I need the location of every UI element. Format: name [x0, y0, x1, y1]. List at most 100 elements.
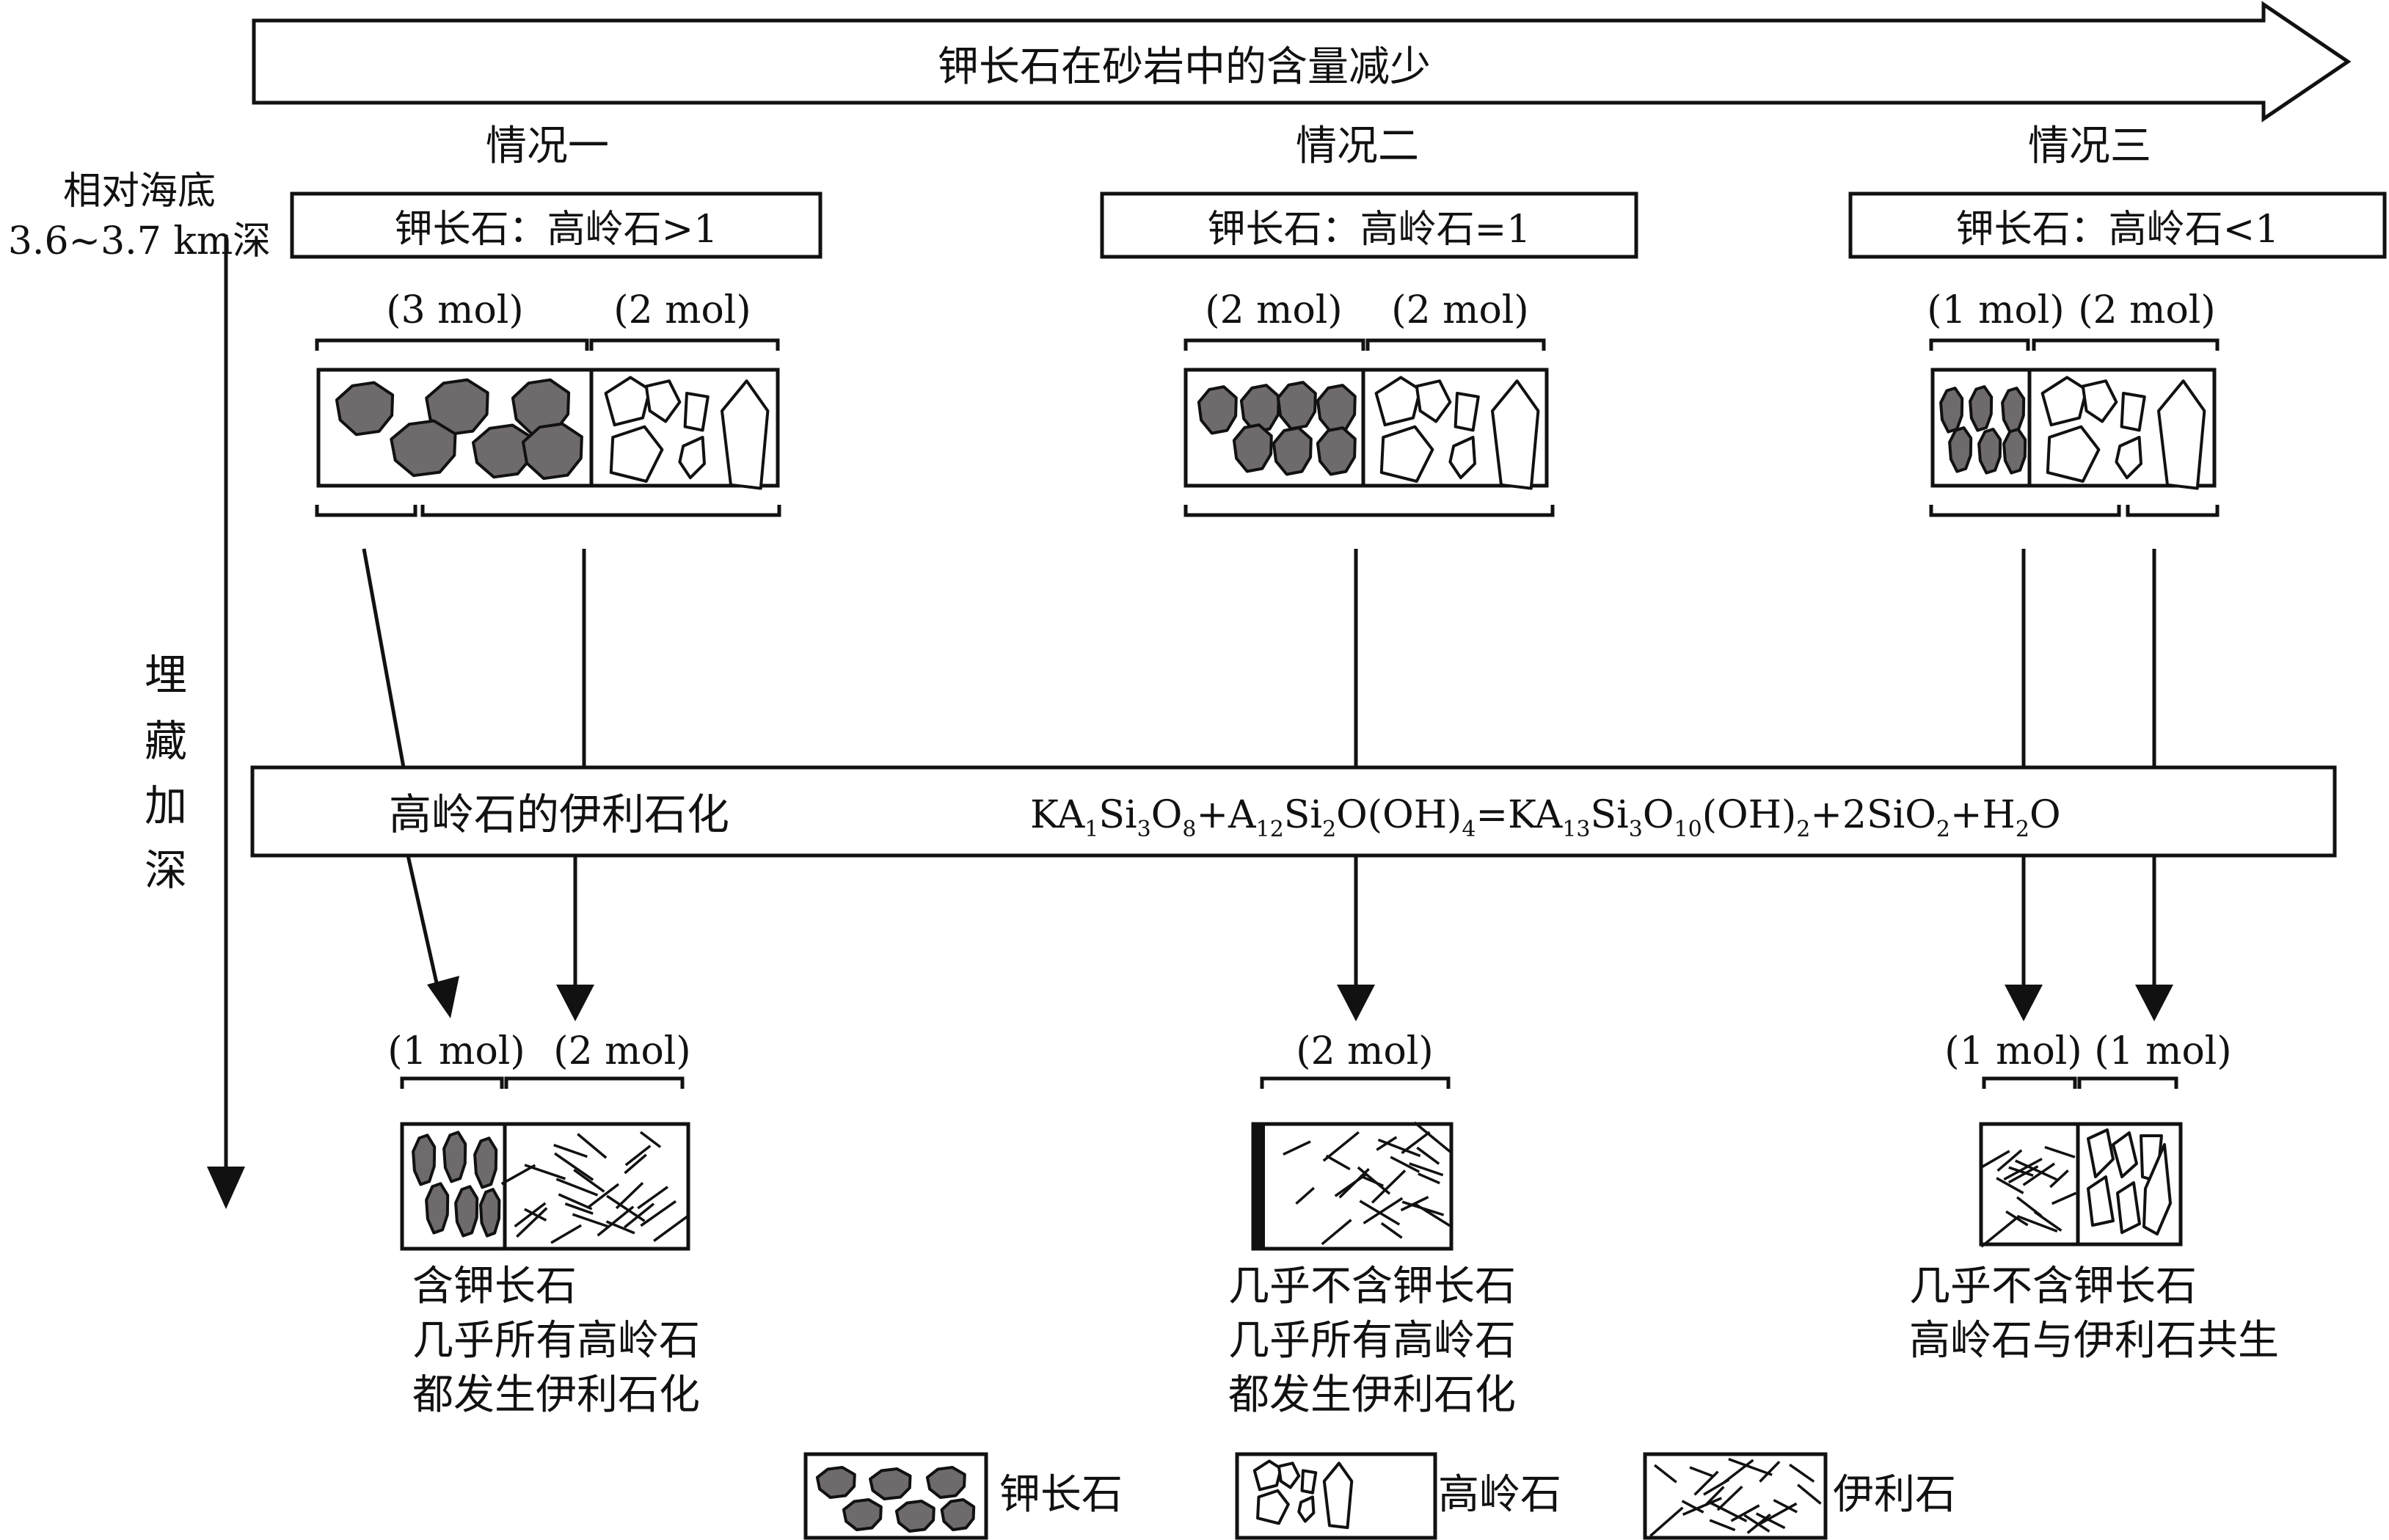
illite-flake	[2008, 1166, 2034, 1177]
kaolinite-grain	[1300, 1469, 1318, 1495]
feldspar-grain	[1969, 385, 1994, 432]
illite-flake	[550, 1224, 582, 1244]
equation-subscript: 2	[2016, 817, 2029, 842]
illite-flake	[1413, 1121, 1451, 1153]
illite-flake	[1363, 1197, 1404, 1225]
illite-flake	[1689, 1466, 1713, 1478]
feldspar-grain	[1939, 387, 1964, 434]
equation-subscript: 12	[1256, 817, 1284, 842]
case-1-feldspar-grains	[335, 378, 583, 481]
case-3-result-illite-flakes	[1980, 1145, 2077, 1248]
feldspar-grain	[473, 1136, 498, 1189]
kaolinite-grain	[1454, 392, 1480, 432]
illite-flake	[1649, 1506, 1684, 1537]
case-2-result-feldspar-sliver	[1255, 1125, 1265, 1247]
illite-flake	[555, 1178, 599, 1197]
case-3-kaolinite-grains	[2040, 376, 2206, 490]
brackets	[315, 338, 2220, 1089]
kaolinite-grain	[2112, 1131, 2138, 1178]
equation-subscript: 4	[1462, 817, 1476, 842]
feldspar-grain	[442, 1131, 467, 1183]
illite-flake	[1980, 1150, 2010, 1169]
illite-flake	[597, 1205, 635, 1237]
case-2-result-line1: 几乎不含钾长石	[1228, 1263, 1516, 1310]
illite-flake	[1371, 1169, 1407, 1204]
illite-flake	[1773, 1499, 1798, 1514]
case-2-mol-feldspar: (2 mol)	[1205, 288, 1342, 332]
case-1-mol-kaolinite: (2 mol)	[613, 288, 751, 332]
case-1-result-feldspar-grains	[412, 1131, 501, 1238]
equation-subscript: 13	[1562, 817, 1590, 842]
case-1-ratio: 钾长石：高岭石>1	[395, 208, 718, 252]
illite-flake	[637, 1186, 669, 1210]
illite-flake	[2003, 1157, 2043, 1181]
feldspar-grain	[454, 1185, 479, 1238]
case-2-title: 情况二	[1296, 123, 1419, 170]
equation-subscript: 2	[1936, 817, 1950, 842]
illite-flake	[1682, 1497, 1722, 1517]
feldspar-grain	[925, 1466, 966, 1499]
case-3-ratio-box	[1848, 191, 2387, 259]
illite-flake	[1418, 1172, 1440, 1185]
case-3-result-line2: 高岭石与伊利石共生	[1909, 1317, 2279, 1365]
case-1-result-mol-illite: (2 mol)	[553, 1029, 690, 1073]
feldspar-grain	[1948, 426, 1973, 473]
illite-flake	[558, 1193, 593, 1211]
process-name: 高岭石的伊利石化	[389, 789, 729, 839]
kaolinite-grain	[2120, 392, 2146, 432]
kaolinite-grain	[2087, 1128, 2115, 1178]
illite-flake	[1654, 1464, 1677, 1484]
legend-feldspar-grains	[815, 1466, 976, 1533]
feldspar-grain	[1272, 426, 1313, 476]
feldspar-grain	[425, 1182, 450, 1235]
flow-arrows	[362, 548, 2156, 989]
illite-flake	[2005, 1210, 2029, 1227]
kaolinite-grain	[2142, 1143, 2172, 1236]
illite-flake	[500, 1164, 536, 1186]
illite-flake	[624, 1145, 652, 1167]
case-2-result-line3: 都发生伊利石化	[1228, 1371, 1516, 1419]
equation-subscript: 3	[1137, 817, 1151, 842]
illite-flake	[2049, 1169, 2069, 1189]
burial-arrow-head	[207, 1167, 245, 1209]
equation-subscript: 3	[1629, 817, 1643, 842]
kaolinite-grain	[678, 436, 706, 480]
illite-flake	[1996, 1177, 2024, 1194]
legend-illite-flakes	[1649, 1458, 1822, 1537]
feldspar-grain	[815, 1466, 856, 1499]
illite-flake	[1681, 1500, 1704, 1514]
feldspar-grain	[522, 422, 583, 481]
feldspar-grain	[472, 423, 533, 479]
kaolinite-grain	[2157, 379, 2206, 490]
case-2-result-line2: 几乎所有高岭石	[1228, 1317, 1516, 1365]
case-3-mol-kaolinite: (2 mol)	[2078, 288, 2215, 332]
illite-flake	[1283, 1140, 1311, 1156]
feldspar-grain	[1316, 384, 1357, 434]
feldspar-grain	[2001, 387, 2026, 434]
illite-flake	[2051, 1192, 2077, 1205]
case-2-result-mol-illite: (2 mol)	[1296, 1029, 1433, 1073]
case-3-title: 情况三	[2028, 123, 2151, 170]
equation-term: Si	[1591, 793, 1629, 837]
burial-label-2: 藏	[145, 716, 187, 766]
illite-flake	[1716, 1485, 1743, 1511]
illite-flake	[1357, 1166, 1391, 1195]
decrease-arrow-label: 钾长石在砂岩中的含量减少	[938, 43, 1431, 91]
illite-flake	[524, 1208, 547, 1222]
illite-flake	[653, 1214, 690, 1242]
case-3-result-line1: 几乎不含钾长石	[1909, 1263, 2197, 1310]
case-2-ratio-box	[1100, 191, 1638, 259]
kaolinite-grain	[604, 376, 652, 427]
case-3-ratio: 钾长石：高岭石<1	[1956, 208, 2280, 252]
feldspar-grain	[390, 419, 457, 478]
illite-flake	[640, 1200, 677, 1227]
feldspar-grain	[842, 1498, 883, 1531]
feldspar-grain	[1276, 381, 1317, 431]
case-1-kaolinite-grains	[604, 376, 770, 490]
equation-term: O	[1151, 793, 1183, 837]
illite-flake	[1321, 1219, 1352, 1246]
illite-flake	[1797, 1484, 1822, 1505]
depth-label-line1: 相对海底	[63, 169, 216, 214]
equation-subscript: 10	[1674, 817, 1702, 842]
